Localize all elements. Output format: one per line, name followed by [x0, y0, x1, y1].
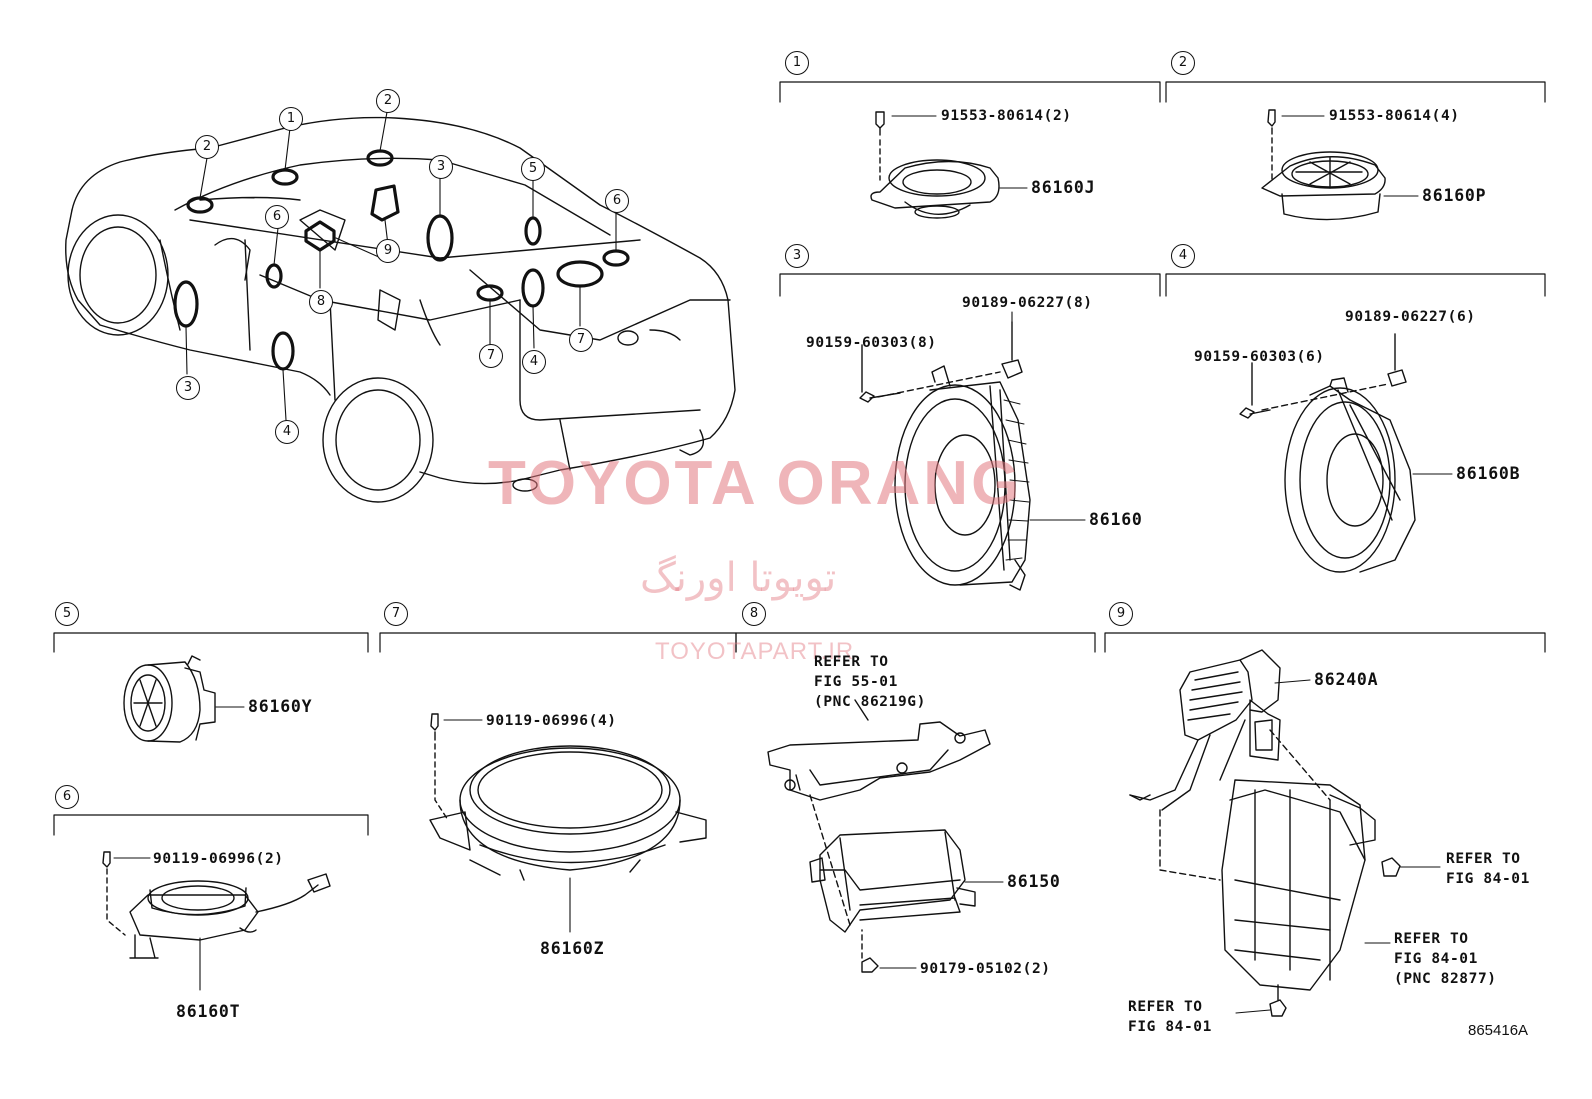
part-86160J-drawing — [870, 111, 1000, 219]
refer-line: (PNC 86219G) — [814, 694, 926, 710]
section-3-index: 3 — [785, 244, 809, 268]
car-callout-6b: 7 — [479, 344, 503, 368]
part-number-label: 86160 — [1089, 510, 1143, 529]
part-86240A-drawing — [1129, 649, 1401, 1017]
fastener-label: 90119-06996(4) — [486, 713, 617, 729]
car-callout-5b: 6 — [265, 205, 289, 229]
section-7-index: 7 — [384, 602, 408, 626]
refer-line: (PNC 82877) — [1394, 971, 1497, 987]
car-callout-3b: 3 — [176, 376, 200, 400]
nut-label: 90189-06227(8) — [962, 295, 1093, 311]
fastener-label: 90119-06996(2) — [153, 851, 284, 867]
part-86160Y-drawing — [123, 655, 216, 743]
part-number-label: 86160Z — [540, 939, 605, 958]
part-number-label: 86160J — [1031, 178, 1096, 197]
section-8-index: 8 — [742, 602, 766, 626]
fastener-label: 90179-05102(2) — [920, 961, 1051, 977]
car-callout-5a: 5 — [521, 157, 545, 181]
watermark-persian: تویوتا اورنگ — [640, 555, 837, 601]
refer-line: FIG 84-01 — [1128, 1019, 1212, 1035]
car-callout-6a: 6 — [605, 189, 629, 213]
refer-line: REFER TO — [814, 654, 889, 670]
screw-label: 90159-60303(6) — [1194, 349, 1325, 365]
part-number-label: 86160B — [1456, 464, 1521, 483]
car-illustration — [65, 116, 736, 503]
screw-label: 90159-60303(8) — [806, 335, 937, 351]
section-9-index: 9 — [1109, 602, 1133, 626]
nut-label: 90189-06227(6) — [1345, 309, 1476, 325]
section-2-index: 2 — [1171, 51, 1195, 75]
fastener-label: 91553-80614(2) — [941, 108, 1072, 124]
refer-line: FIG 84-01 — [1446, 871, 1530, 887]
car-callout-1: 1 — [279, 107, 303, 131]
car-callout-4b: 4 — [275, 420, 299, 444]
section-5-index: 5 — [55, 602, 79, 626]
part-86160-drawing — [859, 321, 1031, 591]
watermark-site: TOYOTAPART.IR — [655, 638, 855, 665]
car-callout-2a: 2 — [195, 135, 219, 159]
refer-line: FIG 84-01 — [1394, 951, 1478, 967]
section-4-index: 4 — [1171, 244, 1195, 268]
part-86160T-drawing — [102, 851, 331, 959]
part-86160Z-drawing — [429, 713, 707, 881]
refer-line: FIG 55-01 — [814, 674, 898, 690]
fastener-label: 91553-80614(4) — [1329, 108, 1460, 124]
refer-line: REFER TO — [1394, 931, 1469, 947]
part-86160P-drawing — [1261, 109, 1386, 221]
car-callout-2b: 2 — [376, 89, 400, 113]
refer-line: REFER TO — [1128, 999, 1203, 1015]
part-86150-drawing — [767, 699, 991, 973]
car-callout-9: 9 — [376, 239, 400, 263]
section-6-index: 6 — [55, 785, 79, 809]
diagram-number: 865416A — [1468, 1022, 1529, 1039]
car-callout-7: 7 — [569, 328, 593, 352]
watermark-brand: TOYOTA ORANG — [488, 449, 1023, 518]
refer-line: REFER TO — [1446, 851, 1521, 867]
section-brackets — [53, 81, 1546, 836]
part-number-label: 86160T — [176, 1002, 241, 1021]
part-number-label: 86160Y — [248, 697, 313, 716]
part-number-label: 86150 — [1007, 872, 1061, 891]
part-86160B-drawing — [1239, 333, 1416, 573]
section-1-index: 1 — [785, 51, 809, 75]
car-speaker-markers — [173, 149, 630, 371]
car-callout-3a: 3 — [429, 155, 453, 179]
part-number-label: 86240A — [1314, 670, 1379, 689]
car-callout-8: 8 — [309, 290, 333, 314]
part-number-label: 86160P — [1422, 186, 1487, 205]
car-callout-4a: 4 — [522, 350, 546, 374]
